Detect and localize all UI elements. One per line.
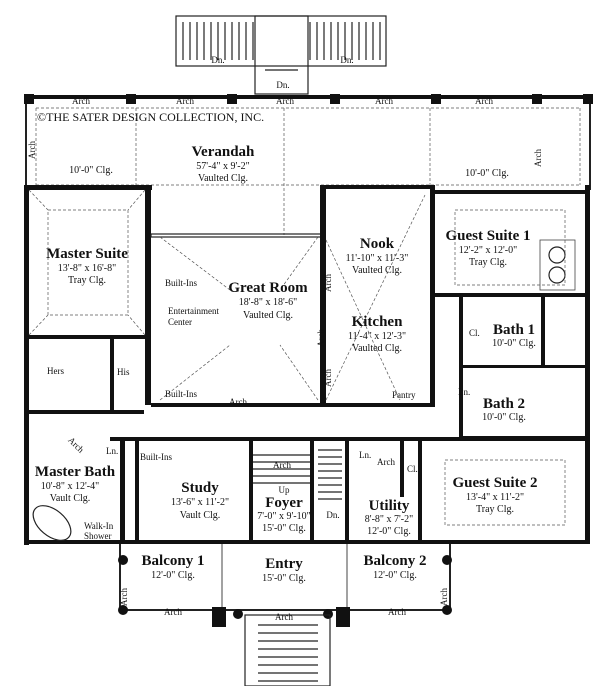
stair-down-label: Dn. <box>211 55 224 65</box>
arch-label: Arch <box>475 96 493 106</box>
linen-label: Ln. <box>359 450 371 460</box>
pantry-label: Pantry <box>392 390 416 400</box>
arch-label: Arch <box>27 141 37 159</box>
built-ins-label: Built-Ins <box>165 389 197 399</box>
room-dims: 57'-4" x 9'-2" <box>196 161 249 172</box>
room-name: Bath 2 <box>483 396 525 412</box>
arch-label: Arch <box>119 588 129 606</box>
entertainment-center-label: Center <box>168 317 192 327</box>
room-dims: 13'-4" x 11'-2" <box>466 492 524 503</box>
room-ceiling: 12'-0" Clg. <box>367 526 411 537</box>
room-dims: 13'-8" x 16'-8" <box>58 263 116 274</box>
arch-label: Arch <box>533 149 543 167</box>
room-dims: 12'-2" x 12'-0" <box>459 245 517 256</box>
stair-down-label: Dn. <box>340 55 353 65</box>
room-ceiling: 10'-0" Clg. <box>482 412 526 423</box>
room-name: Balcony 1 <box>142 553 205 569</box>
copyright-notice: ©THE SATER DESIGN COLLECTION, INC. <box>37 110 264 124</box>
linen-label: Ln. <box>106 446 118 456</box>
arch-label: Arch <box>276 96 294 106</box>
room-name: Balcony 2 <box>364 553 427 569</box>
room-dims: 7'-0" x 9'-10" <box>257 511 310 522</box>
entertainment-center-label: Entertainment <box>168 306 219 316</box>
closet-label: Cl. <box>407 464 418 474</box>
stair-down-label: Dn. <box>276 80 289 90</box>
room-ceiling: Tray Clg. <box>469 257 507 268</box>
room-name: Utility <box>369 498 410 514</box>
room-dims: 8'-8" x 7'-2" <box>365 514 413 525</box>
built-ins-label: Built-Ins <box>165 278 197 288</box>
arch-label: Arch <box>388 607 406 617</box>
room-dims: 11'-4" x 12'-3" <box>348 331 406 342</box>
room-dims: 13'-6" x 11'-2" <box>171 497 229 508</box>
room-ceiling: Vault Clg. <box>50 493 91 504</box>
linen-label: Ln. <box>458 387 470 397</box>
arch-label: Arch <box>375 96 393 106</box>
room-ceiling: 15'-0" Clg. <box>262 523 306 534</box>
arch-label: Arch <box>323 369 333 387</box>
room-ceiling: 10'-0" Clg. <box>465 168 509 179</box>
room-ceiling: Tray Clg. <box>68 275 106 286</box>
room-dims: 18'-8" x 18'-6" <box>239 297 297 308</box>
walls <box>24 185 590 545</box>
room-name: Master Suite <box>46 246 128 262</box>
arch-label: Arch <box>164 607 182 617</box>
foyer-stairs <box>253 449 342 500</box>
room-ceiling: 12'-0" Clg. <box>151 570 195 581</box>
room-name: Study <box>181 480 219 496</box>
room-ceiling: Vaulted Clg. <box>352 265 402 276</box>
room-ceiling: Vaulted Clg. <box>352 343 402 354</box>
room-name: Entry <box>265 556 303 572</box>
room-dims: 10'-8" x 12'-4" <box>41 481 99 492</box>
room-name: Foyer <box>265 495 303 511</box>
room-name: Verandah <box>192 144 255 160</box>
room-name: Nook <box>360 236 395 252</box>
room-name: Bath 1 <box>493 322 535 338</box>
arch-label: Arch <box>72 96 90 106</box>
built-ins-label: Built-Ins <box>140 452 172 462</box>
his-closet-label: His <box>117 367 130 377</box>
room-ceiling: Vault Clg. <box>180 510 221 521</box>
arch-label: Arch <box>273 460 291 470</box>
room-name: Guest Suite 1 <box>445 228 530 244</box>
stair-down-label: Dn. <box>326 510 339 520</box>
walk-in-shower-label: Shower <box>84 531 112 541</box>
ceiling-lines <box>28 189 566 526</box>
bathtub <box>32 505 72 541</box>
room-name: Guest Suite 2 <box>452 475 537 491</box>
room-ceiling: Tray Clg. <box>476 504 514 515</box>
rear-stairs: Dn. Dn. Dn. <box>175 15 387 95</box>
room-ceiling: Vaulted Clg. <box>198 173 248 184</box>
room-ceiling: 15'-0" Clg. <box>262 573 306 584</box>
room-name: Great Room <box>228 280 308 296</box>
walk-in-shower-label: Walk-In <box>84 521 114 531</box>
closet-label: Cl. <box>469 328 480 338</box>
room-ceiling: 10'-0" Clg. <box>492 338 536 349</box>
room-name: Kitchen <box>352 314 403 330</box>
room-dims: 11'-10" x 11'-3" <box>346 253 409 264</box>
arch-label: Arch <box>323 274 333 292</box>
arch-label: Arch <box>176 96 194 106</box>
arch-label: Arch <box>275 612 293 622</box>
room-ceiling: 12'-0" Clg. <box>373 570 417 581</box>
arch-label: Arch <box>229 397 247 407</box>
arch-label: Arch <box>439 588 449 606</box>
room-ceiling: Vaulted Clg. <box>243 310 293 321</box>
arch-label: Arch <box>316 329 326 347</box>
arch-label: Arch <box>66 435 86 455</box>
stair-up-label: Up <box>279 485 290 495</box>
hers-closet-label: Hers <box>47 366 64 376</box>
room-ceiling: 10'-0" Clg. <box>69 165 113 176</box>
room-name: Master Bath <box>35 464 116 480</box>
arch-label: Arch <box>377 457 395 467</box>
front-porch <box>118 544 452 686</box>
